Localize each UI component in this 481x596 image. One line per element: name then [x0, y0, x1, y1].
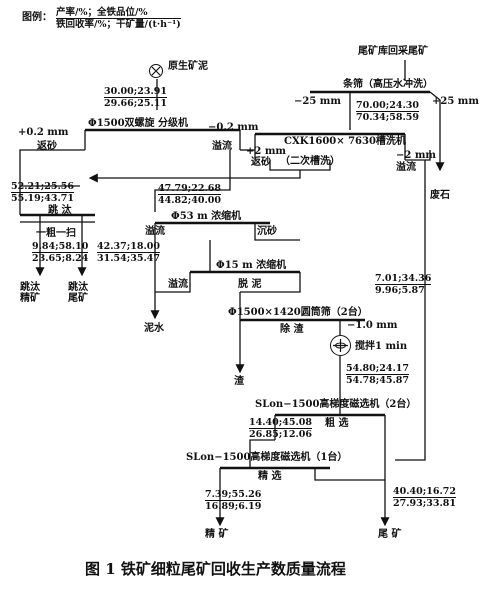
jig-tail-values-top: 42.37;18.00 [97, 241, 161, 253]
stir-label: 搅拌1 min [355, 341, 408, 352]
overflow02-values: 47.79;22.68 44.82;40.00 [158, 183, 222, 206]
jig-tail-values: 42.37;18.00 31.54;35.47 [97, 241, 161, 264]
legend-label: 图例： [22, 12, 52, 23]
legend-bottom: 铁回收率/%；干矿量/(t·h⁻¹) [56, 19, 181, 30]
right-loop-values-bottom: 9.96;5.87 [375, 285, 425, 296]
return02-values-bottom: 55.19;43.71 [11, 193, 75, 204]
legend-top: 产率/%；全铁品位/% [56, 7, 181, 19]
tail-label: 尾 矿 [378, 529, 402, 540]
slon-feed-values: 54.80;24.17 54.78;45.87 [346, 363, 410, 386]
slon2-label: SLon−1500高梯度磁选机（1台） [186, 452, 348, 463]
slag-label: 渣 [234, 376, 244, 387]
rough-conc-values-bottom: 26.85;12.06 [249, 429, 313, 440]
final-conc-values: 7.39;55.26 16.89;6.19 [205, 489, 262, 512]
slon-feed-values-bottom: 54.78;45.87 [346, 375, 410, 386]
jig-tail-values-bottom: 31.54;35.47 [97, 253, 161, 264]
remove-slag-label: 除 渣 [280, 324, 304, 335]
return02-values: 52.21;25.56 55.19;43.71 [11, 181, 75, 204]
second-wash-label: （二次槽洗） [280, 156, 340, 167]
rough-conc-values-top: 14.40;45.08 [249, 417, 313, 429]
final-conc-values-bottom: 16.89;6.19 [205, 501, 262, 512]
plus2-label: +2 mm [246, 146, 286, 157]
screen-values-top: 70.00;24.30 [356, 100, 420, 112]
final-tail-values-top: 40.40;16.72 [393, 486, 457, 498]
overflow2-label: 溢流 [396, 162, 416, 173]
slon1-label: SLon−1500高梯度磁选机（2台） [255, 399, 417, 410]
screen-values: 70.00;24.30 70.34;58.59 [356, 100, 420, 123]
conc-label: 精 矿 [205, 529, 229, 540]
rough-conc-values: 14.40;45.08 26.85;12.06 [249, 417, 313, 440]
final-tail-values: 40.40;16.72 27.93;33.81 [393, 486, 457, 509]
plus02-label: +0.2 mm [18, 127, 69, 138]
figure-caption: 图 1 铁矿细粒尾矿回收生产数质量流程 [85, 560, 346, 578]
jig-tail-label: 跳汰 尾矿 [68, 282, 88, 304]
overflow1-label: 溢流 [212, 141, 232, 152]
drum-screen-label: Φ1500×1420圆筒筛（2台） [228, 307, 368, 318]
jig-conc-values-bottom: 23.65;8.24 [32, 253, 89, 264]
thickener15-label: Φ15 m 浓缩机 [216, 260, 287, 271]
return02-values-top: 52.21;25.56 [11, 181, 75, 193]
primary-slime-label: 原生矿泥 [168, 61, 208, 72]
jig-conc-values: 9.84;58.10 23.65;8.24 [32, 241, 89, 264]
screen-label: 条筛（高压水冲洗） [343, 79, 433, 90]
overflow3-label: 溢流 [145, 226, 165, 237]
right-loop-values: 7.01;34.36 9.96;5.87 [375, 273, 432, 296]
slime-water-label: 泥水 [144, 323, 164, 334]
waste-rock-label: 废石 [430, 190, 450, 201]
return-sand-label: 返砂 [37, 141, 57, 152]
sand-label: 沉砂 [257, 226, 277, 237]
one-rough-one-scav: 一粗一扫 [36, 228, 76, 239]
tailings-source: 尾矿库回采尾矿 [358, 46, 428, 57]
jig-conc-values-top: 9.84;58.10 [32, 241, 89, 253]
jig-conc-label: 跳汰 精矿 [20, 282, 40, 304]
jig-label: 跳 汰 [48, 205, 72, 216]
slime-values: 30.00;23.91 29.66;25.11 [104, 86, 168, 109]
final-conc-values-top: 7.39;55.26 [205, 489, 262, 501]
cxk-label: CXK1600× 7630槽洗机 [284, 136, 406, 147]
overflow02-values-top: 47.79;22.68 [158, 183, 222, 195]
return-sand2-label: 返砂 [251, 157, 271, 168]
size-minus25: −25 mm [294, 96, 341, 107]
thickener53-label: Φ53 m 浓缩机 [171, 211, 242, 222]
overflow4-label: 溢流 [168, 279, 188, 290]
legend-fraction: 产率/%；全铁品位/% 铁回收率/%；干矿量/(t·h⁻¹) [56, 7, 181, 30]
mixing-valve-icon [149, 64, 163, 78]
screen-values-bottom: 70.34;58.59 [356, 112, 420, 123]
minus02-label: −0.2 mm [208, 122, 259, 133]
classifier-label: Φ1500双螺旋 分级机 [88, 118, 189, 129]
final-tail-values-bottom: 27.93;33.81 [393, 498, 457, 509]
rough-label: 粗 选 [325, 418, 349, 429]
right-loop-values-top: 7.01;34.36 [375, 273, 432, 285]
slime-values-top: 30.00;23.91 [104, 86, 168, 98]
minus1-label: −1.0 mm [347, 320, 398, 331]
overflow02-values-bottom: 44.82;40.00 [158, 195, 222, 206]
size-plus25: +25 mm [432, 96, 479, 107]
deslime-label: 脱 泥 [238, 279, 262, 290]
minus2-label: −2 mm [396, 150, 436, 161]
slime-values-bottom: 29.66;25.11 [104, 98, 168, 109]
agitator-icon [330, 335, 351, 356]
clean-label: 精 选 [258, 471, 282, 482]
slon-feed-values-top: 54.80;24.17 [346, 363, 410, 375]
